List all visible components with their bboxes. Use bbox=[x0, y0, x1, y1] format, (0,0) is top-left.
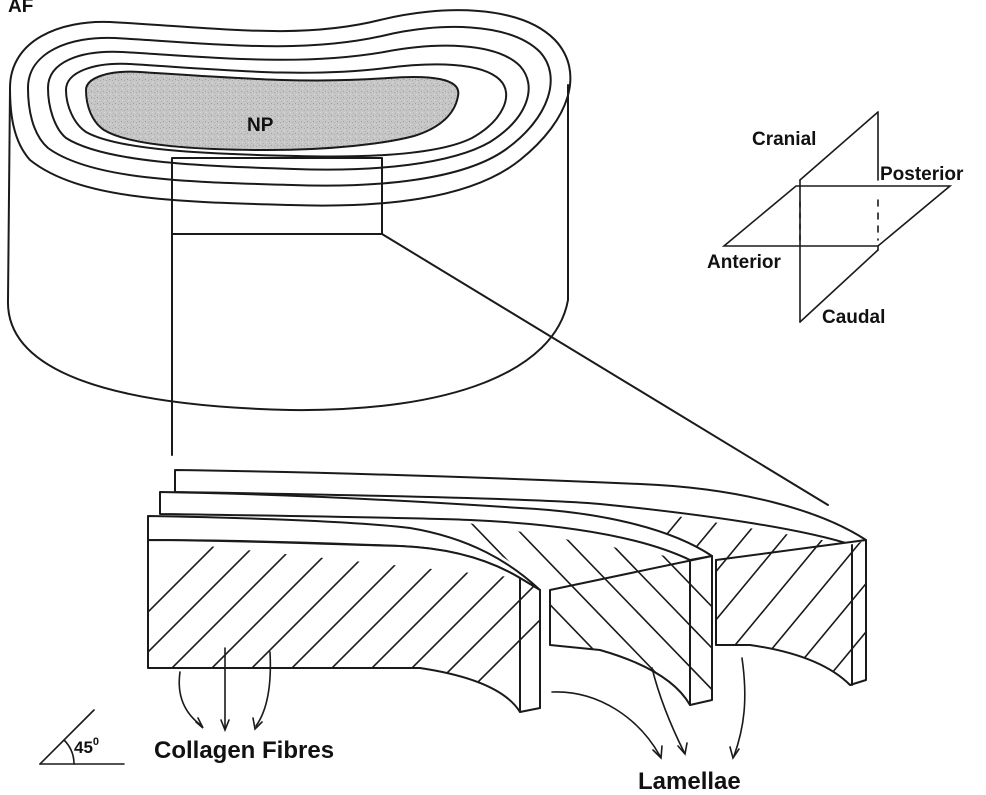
lamella-front-face bbox=[147, 539, 541, 713]
sagittal-plane-topedge bbox=[799, 111, 879, 181]
label-caudal: Caudal bbox=[822, 307, 885, 328]
zoom-line-right bbox=[381, 233, 829, 506]
label-angle: 450 bbox=[74, 736, 99, 757]
annulus-ring-1 bbox=[9, 9, 572, 207]
label-np: NP bbox=[247, 115, 274, 136]
transverse-plane bbox=[721, 185, 953, 247]
angle-indicator bbox=[39, 709, 125, 765]
sagittal-plane-bottom bbox=[799, 249, 879, 323]
angle-degree-mark: 0 bbox=[93, 736, 99, 748]
label-collagen-fibres: Collagen Fibres bbox=[154, 737, 334, 764]
collagen-arrows bbox=[178, 647, 272, 733]
lamella-back-face bbox=[715, 539, 867, 686]
label-af: AF bbox=[8, 0, 33, 17]
annulus-ring-3 bbox=[47, 44, 530, 171]
lamellae-block bbox=[147, 469, 867, 713]
disc bbox=[6, 9, 829, 506]
lamella-front-edge bbox=[519, 577, 541, 713]
angle-value: 45 bbox=[74, 738, 93, 757]
orientation-planes bbox=[721, 111, 953, 323]
nucleus-pulposus bbox=[84, 70, 460, 152]
lamellae-arrows bbox=[551, 657, 746, 760]
section-window bbox=[171, 157, 383, 235]
disc-outer-wall bbox=[6, 84, 569, 412]
label-cranial: Cranial bbox=[752, 129, 816, 150]
lamella-front-hatching bbox=[148, 540, 540, 701]
label-lamellae: Lamellae bbox=[638, 768, 741, 795]
annulus-ring-2 bbox=[27, 25, 552, 187]
annulus-ring-4 bbox=[65, 62, 508, 158]
label-anterior: Anterior bbox=[707, 252, 782, 273]
label-posterior: Posterior bbox=[880, 164, 964, 185]
